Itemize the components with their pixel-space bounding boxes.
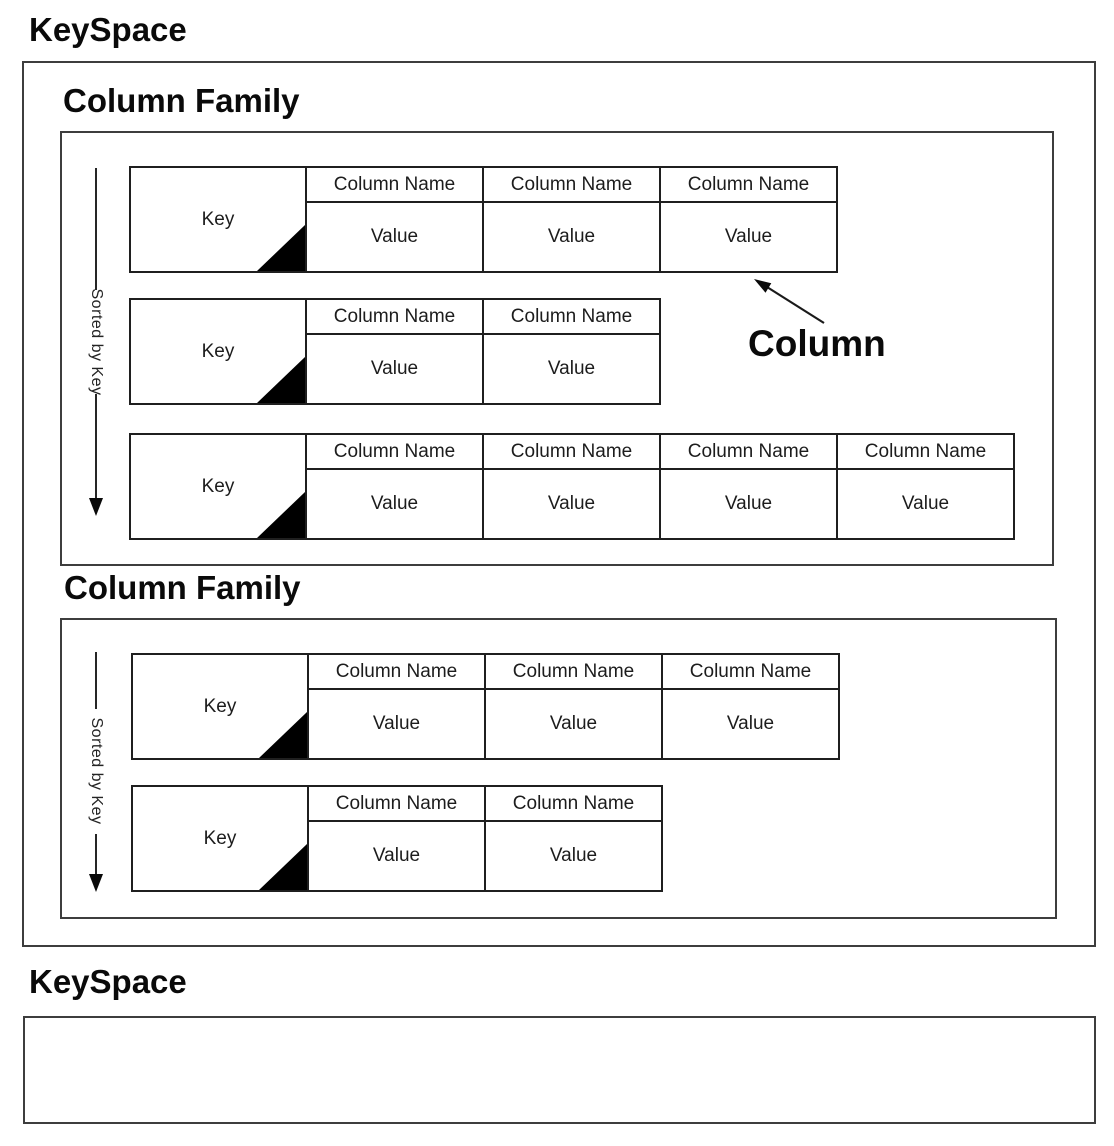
arrow-line-segment <box>95 652 97 709</box>
value-cell: Value <box>724 226 773 247</box>
sorted-by-key-label-2: Sorted by Key <box>88 717 105 825</box>
column-name-cell: Column Name <box>309 655 484 690</box>
value-cell: Value <box>370 358 419 379</box>
key-cell: Key <box>131 785 309 892</box>
column-name-cell: Column Name <box>661 168 836 203</box>
arrow-line-segment <box>95 834 97 874</box>
column-annotation-arrow <box>754 279 825 324</box>
value-cell: Value <box>370 493 419 514</box>
column-name-cell: Column Name <box>484 300 659 335</box>
column-name-cell: Column Name <box>486 655 661 690</box>
value-cell: Value <box>549 713 598 734</box>
key-corner-triangle-icon <box>259 844 307 890</box>
column-name-cell: Column Name <box>307 168 482 203</box>
value-cell: Value <box>549 845 598 866</box>
value-cell: Value <box>547 226 596 247</box>
column-name-cell: Column Name <box>484 168 659 203</box>
column-name-cell: Column Name <box>307 435 482 470</box>
key-cell: Key <box>129 433 307 540</box>
key-label: Key <box>201 340 235 362</box>
value-cell: Value <box>724 493 773 514</box>
arrow-line-segment <box>95 394 97 498</box>
key-corner-triangle-icon <box>257 357 305 403</box>
value-cell: Value <box>370 226 419 247</box>
key-corner-triangle-icon <box>257 225 305 271</box>
arrow-line-segment <box>95 168 97 290</box>
keyspace-empty-box <box>23 1016 1096 1124</box>
column-name-cell: Column Name <box>486 787 661 822</box>
key-label: Key <box>201 475 235 497</box>
value-cell: Value <box>372 713 421 734</box>
key-label: Key <box>203 827 237 849</box>
keyspace-title-bottom: KeySpace <box>29 963 187 1000</box>
key-corner-triangle-icon <box>259 712 307 758</box>
key-cell: Key <box>129 298 307 405</box>
value-cell: Value <box>547 493 596 514</box>
column-name-cell: Column Name <box>661 435 836 470</box>
key-cell: Key <box>131 653 309 760</box>
column-name-cell: Column Name <box>663 655 838 690</box>
key-label: Key <box>203 695 237 717</box>
value-cell: Value <box>726 713 775 734</box>
value-cell: Value <box>547 358 596 379</box>
column-name-cell: Column Name <box>484 435 659 470</box>
value-cell: Value <box>372 845 421 866</box>
column-family-title-1: Column Family <box>63 82 300 119</box>
key-cell: Key <box>129 166 307 273</box>
column-name-cell: Column Name <box>307 300 482 335</box>
column-family-title-2: Column Family <box>64 569 301 606</box>
key-corner-triangle-icon <box>257 492 305 538</box>
column-name-cell: Column Name <box>838 435 1013 470</box>
sorted-by-key-label-1: Sorted by Key <box>88 288 105 396</box>
value-cell: Value <box>901 493 950 514</box>
keyspace-title-top: KeySpace <box>29 11 187 48</box>
key-label: Key <box>201 208 235 230</box>
column-name-cell: Column Name <box>309 787 484 822</box>
column-annotation-label: Column <box>748 323 886 364</box>
